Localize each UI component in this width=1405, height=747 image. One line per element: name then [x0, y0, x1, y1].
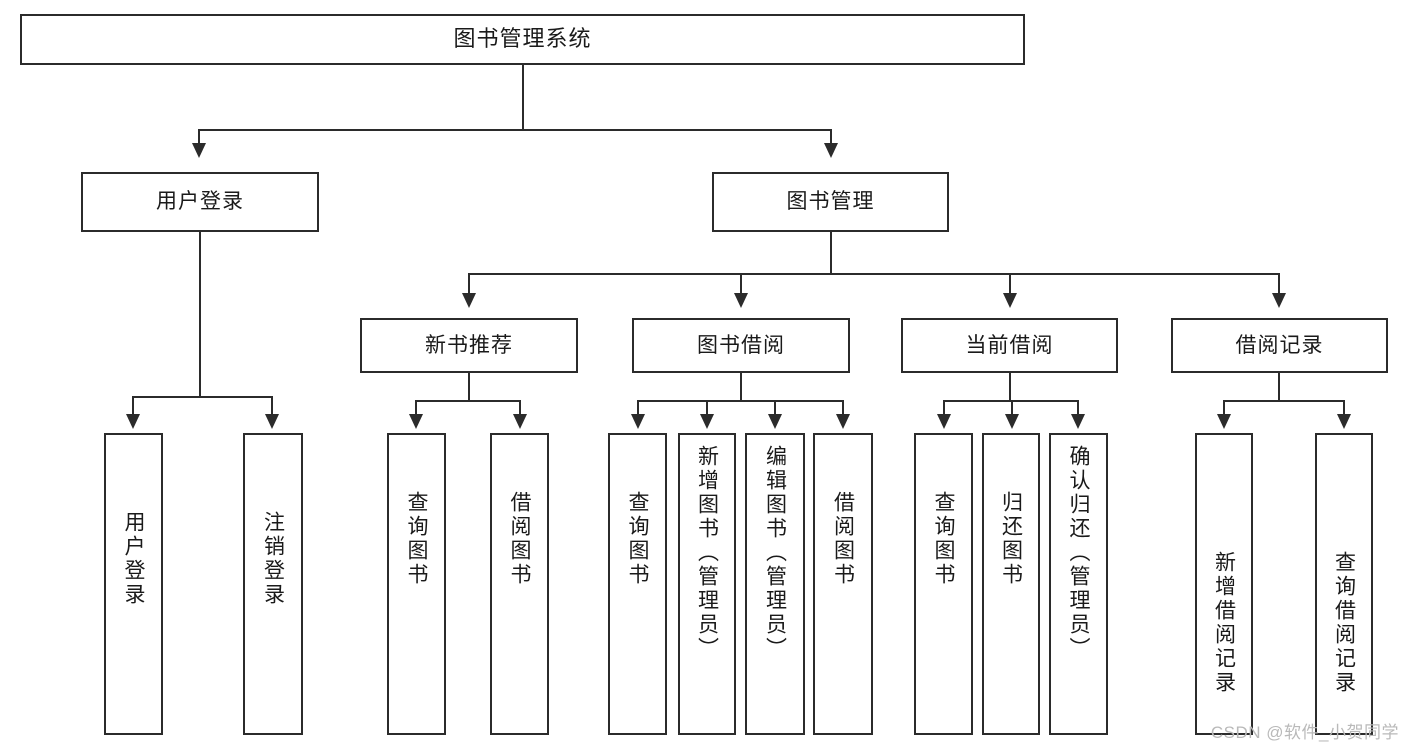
leaf-user-login-logout[interactable]: 注销登录 — [243, 433, 303, 735]
leaf-label: 查询图书 — [932, 491, 955, 587]
leaf-label: 借阅图书 — [508, 491, 531, 587]
connector-new-book-stem — [468, 373, 470, 401]
arrowhead-current-borrow-3 — [1071, 414, 1085, 429]
node-label: 图书管理 — [786, 190, 875, 214]
node-label: 当前借阅 — [965, 333, 1054, 357]
arrowhead-level2-4 — [1272, 293, 1286, 308]
node-user-login[interactable]: 用户登录 — [81, 172, 319, 232]
connector-level2-drop-1 — [468, 273, 470, 295]
arrowhead-user-login-2 — [265, 414, 279, 429]
node-borrow-record[interactable]: 借阅记录 — [1171, 318, 1388, 373]
connector-level2-bus — [468, 273, 1280, 275]
arrowhead-book-borrow-4 — [836, 414, 850, 429]
leaf-borrow-record-add-record[interactable]: 新增借阅记录 — [1195, 433, 1253, 735]
arrowhead-current-borrow-2 — [1005, 414, 1019, 429]
connector-user-login-drop-1 — [132, 396, 134, 416]
connector-book-borrow-stem — [740, 373, 742, 401]
connector-borrow-record-bus — [1223, 400, 1345, 402]
leaf-user-login-login[interactable]: 用户登录 — [104, 433, 163, 735]
node-label: 图书借阅 — [697, 333, 785, 357]
arrowhead-new-book-1 — [409, 414, 423, 429]
leaf-new-book-query-books[interactable]: 查询图书 — [387, 433, 446, 735]
node-book-management[interactable]: 图书管理 — [712, 172, 949, 232]
leaf-label: 查询借阅记录 — [1332, 551, 1356, 695]
arrowhead-borrow-record-1 — [1217, 414, 1231, 429]
watermark-text: CSDN @软件_小贺同学 — [1210, 723, 1399, 742]
connector-book-borrow-bus — [637, 400, 843, 402]
connector-level2-drop-4 — [1278, 273, 1280, 295]
node-new-book-recommend[interactable]: 新书推荐 — [360, 318, 578, 373]
arrowhead-new-book-2 — [513, 414, 527, 429]
node-current-borrow[interactable]: 当前借阅 — [901, 318, 1118, 373]
arrowhead-borrow-record-2 — [1337, 414, 1351, 429]
leaf-new-book-borrow-books[interactable]: 借阅图书 — [490, 433, 549, 735]
connector-root-stem — [522, 65, 524, 130]
connector-current-borrow-drop-1 — [943, 400, 945, 416]
leaf-current-borrow-confirm-return-admin[interactable]: 确认归还（管理员） — [1049, 433, 1108, 735]
node-book-borrow[interactable]: 图书借阅 — [632, 318, 850, 373]
arrowhead-user-login-1 — [126, 414, 140, 429]
leaf-label: 查询图书 — [405, 491, 428, 587]
leaf-label: 查询图书 — [626, 491, 649, 587]
connector-user-login-stem — [199, 232, 201, 398]
connector-current-borrow-stem — [1009, 373, 1011, 401]
node-label: 用户登录 — [156, 190, 244, 214]
arrowhead-level2-2 — [734, 293, 748, 308]
leaf-label: 归还图书 — [999, 491, 1023, 587]
connector-book-borrow-drop-2 — [706, 400, 708, 416]
connector-current-borrow-drop-2 — [1011, 400, 1013, 416]
connector-borrow-record-drop-1 — [1223, 400, 1225, 416]
leaf-book-borrow-query-books[interactable]: 查询图书 — [608, 433, 667, 735]
leaf-book-borrow-add-book-admin[interactable]: 新增图书（管理员） — [678, 433, 736, 735]
arrowhead-book-borrow-3 — [768, 414, 782, 429]
arrowhead-current-borrow-1 — [937, 414, 951, 429]
leaf-label: 编辑图书（管理员） — [763, 445, 787, 661]
connector-user-login-drop-2 — [271, 396, 273, 416]
leaf-label: 新增借阅记录 — [1212, 551, 1236, 695]
connector-level2-drop-2 — [740, 273, 742, 295]
arrowhead-level2-1 — [462, 293, 476, 308]
connector-level1-drop-left — [198, 129, 200, 145]
leaf-label: 用户登录 — [122, 511, 145, 607]
connector-new-book-drop-2 — [519, 400, 521, 416]
arrowhead-book-borrow-1 — [631, 414, 645, 429]
leaf-book-borrow-edit-book-admin[interactable]: 编辑图书（管理员） — [745, 433, 805, 735]
connector-borrow-record-stem — [1278, 373, 1280, 401]
node-label: 新书推荐 — [425, 333, 513, 357]
node-label: 图书管理系统 — [453, 26, 592, 52]
arrowhead-level2-3 — [1003, 293, 1017, 308]
node-root-book-management-system[interactable]: 图书管理系统 — [20, 14, 1025, 65]
connector-borrow-record-drop-2 — [1343, 400, 1345, 416]
connector-book-borrow-drop-4 — [842, 400, 844, 416]
connector-book-management-stem — [830, 232, 832, 274]
connector-new-book-drop-1 — [415, 400, 417, 416]
leaf-book-borrow-borrow-books[interactable]: 借阅图书 — [813, 433, 873, 735]
leaf-label: 新增图书（管理员） — [695, 445, 719, 661]
connector-book-borrow-drop-3 — [774, 400, 776, 416]
leaf-current-borrow-return-books[interactable]: 归还图书 — [982, 433, 1040, 735]
connector-level1-bus — [198, 129, 832, 131]
connector-user-login-bus — [132, 396, 273, 398]
arrowhead-level1-right — [824, 143, 838, 158]
connector-level2-drop-3 — [1009, 273, 1011, 295]
leaf-label: 注销登录 — [261, 511, 285, 607]
arrowhead-level1-left — [192, 143, 206, 158]
connector-level1-drop-right — [830, 129, 832, 145]
node-label: 借阅记录 — [1235, 333, 1324, 357]
leaf-label: 确认归还（管理员） — [1067, 445, 1090, 661]
connector-current-borrow-drop-3 — [1077, 400, 1079, 416]
connector-new-book-bus — [415, 400, 521, 402]
leaf-current-borrow-query-books[interactable]: 查询图书 — [914, 433, 973, 735]
connector-book-borrow-drop-1 — [637, 400, 639, 416]
leaf-borrow-record-query-record[interactable]: 查询借阅记录 — [1315, 433, 1373, 735]
leaf-label: 借阅图书 — [831, 491, 855, 587]
arrowhead-book-borrow-2 — [700, 414, 714, 429]
